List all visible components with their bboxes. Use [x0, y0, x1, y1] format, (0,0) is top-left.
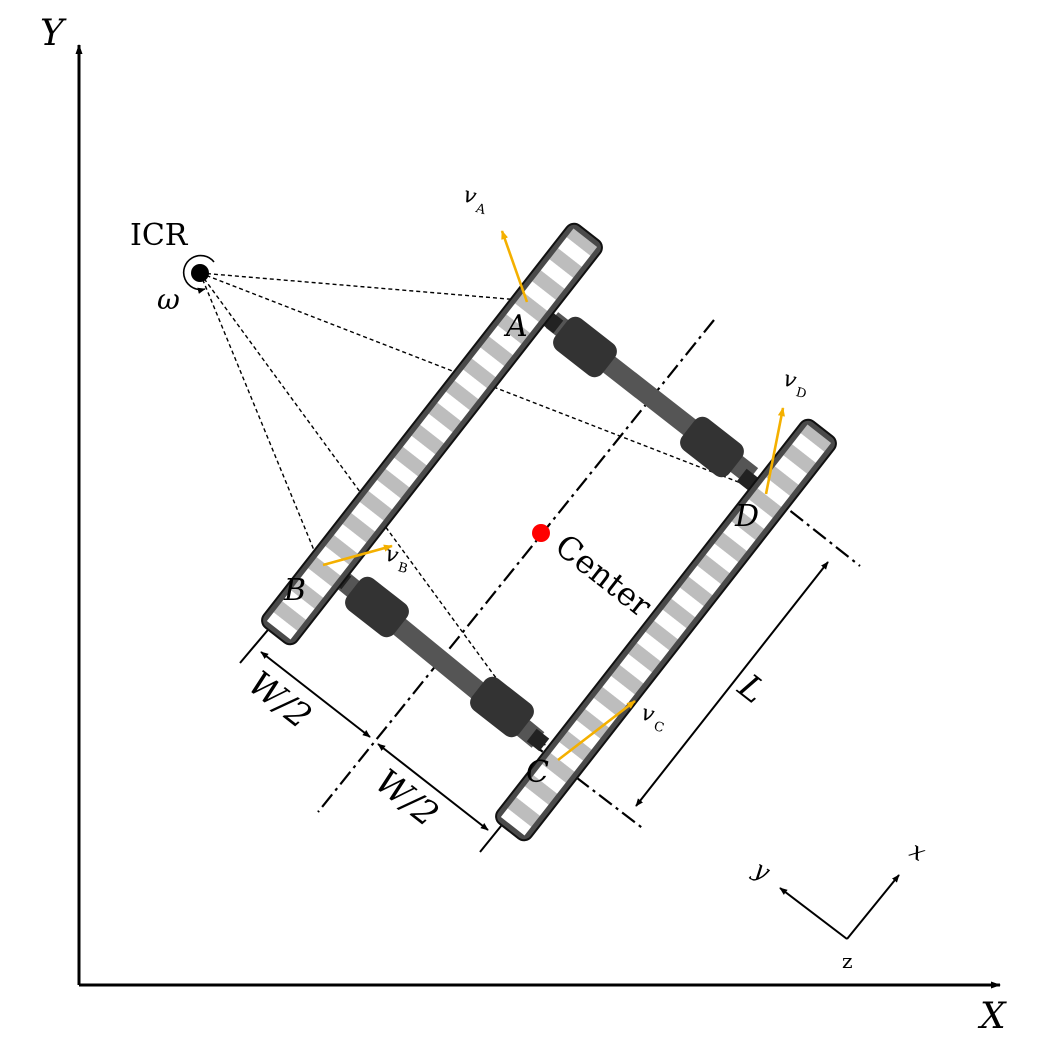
motor-b [345, 576, 409, 638]
velocity-a-arrow [500, 230, 529, 303]
x-axis-label: X [977, 996, 1007, 1037]
omega-label: ω [157, 283, 180, 316]
center-point [532, 524, 550, 542]
wheel-a-label: A [503, 309, 528, 344]
icr-line-a [199, 272, 521, 301]
hub-c [526, 728, 550, 752]
velocity-vectors [322, 230, 785, 762]
motor-c [470, 676, 534, 738]
body-y-label: y [748, 854, 775, 886]
rotation-arrow-icon [182, 254, 215, 294]
center-label: Center [548, 526, 660, 625]
ext-line-ad [744, 474, 861, 567]
velocity-d-arrow [764, 407, 785, 495]
body-x-label: x [905, 836, 931, 867]
velocity-d-label: vD [779, 367, 812, 403]
y-axis-label: Y [40, 13, 67, 54]
body-frame: y x z [748, 836, 931, 973]
motor-d [680, 416, 744, 478]
left-track [261, 222, 603, 646]
icr-label: ICR [130, 218, 189, 253]
dimension-w-half-1: W/2 [240, 651, 371, 738]
wheel-b-label: B [283, 573, 306, 608]
wheel-d-label: D [734, 499, 759, 534]
velocity-c-arrow [557, 699, 636, 762]
velocity-b-arrow [322, 544, 393, 567]
centerline [317, 319, 715, 813]
dimension-w-half-2: W/2 [367, 743, 489, 835]
w-half-label-2: W/2 [367, 762, 445, 835]
icr-line-b [199, 272, 319, 561]
icr-marker: ICR ω [130, 218, 215, 316]
icr-point [191, 264, 209, 282]
rear-axle [540, 310, 760, 492]
motor-a [553, 316, 617, 378]
body-x-axis [846, 874, 900, 940]
velocity-c-label: vC [637, 701, 669, 737]
body-z-label: z [842, 949, 853, 973]
global-axes: Y X [40, 13, 1007, 1037]
ext-line-bc [529, 741, 646, 831]
length-label: L [730, 666, 773, 712]
w-half-label-1: W/2 [240, 664, 318, 737]
body-y-axis [779, 887, 848, 940]
front-axle [328, 566, 550, 752]
wheel-c-label: C [526, 755, 549, 790]
velocity-a-label: vA [459, 183, 491, 219]
